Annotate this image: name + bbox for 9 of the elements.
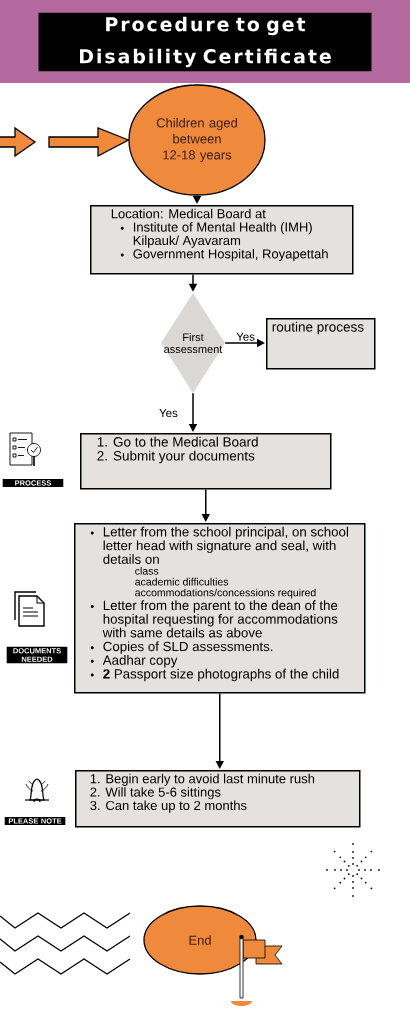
process-box: 1. Begin early to avoid last minute rush 2. Will take 5-6 sittings 3. Can take up to 2 months xyxy=(75,770,361,828)
process-box: routine process xyxy=(266,318,376,370)
edge-label: Yes xyxy=(159,409,178,418)
edge-label: Yes xyxy=(236,332,255,341)
block-arrow xyxy=(48,127,130,158)
process-box: Letter from the school principal, on school letter head with signature and seal, with details on class academic difficulties accommodations/concessions required Letter from the parent to the dean of the hospital requesting for accommodations with same details as above Copies of SLD assessments. Aadhar copy 2 Passport size photographs of the child xyxy=(74,523,366,694)
process-box: Location: Medical Board at Institute of Mental Health (IMH) Kilpauk/ Ayavaram Government Hospital, Royapettah xyxy=(90,205,354,275)
title: Procedure to get Disability Certificate xyxy=(38,12,372,72)
process-box: 1. Go to the Medical Board 2. Submit your documents xyxy=(80,433,332,490)
